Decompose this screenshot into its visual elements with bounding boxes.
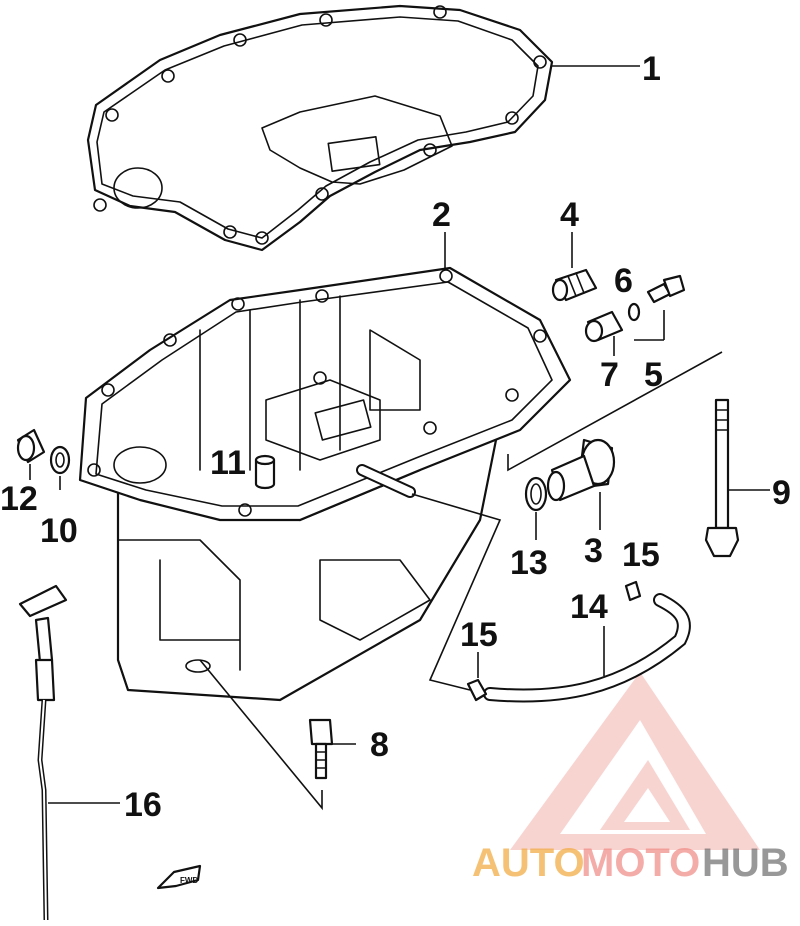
watermark-text-hub: HUB — [702, 841, 789, 885]
clamp-part-15-a — [466, 678, 488, 702]
callout-11: 11 — [210, 444, 246, 482]
sleeve-part-7 — [584, 310, 624, 343]
callout-16: 16 — [124, 786, 162, 824]
watermark-text-auto: AUTO — [472, 841, 585, 885]
callout-8: 8 — [370, 726, 389, 764]
hose-part-14 — [356, 464, 691, 703]
fwd-label: FWD — [180, 876, 198, 885]
washer-part-10 — [49, 445, 71, 475]
callout-10: 10 — [40, 512, 78, 550]
dowel-pin-part-11 — [254, 454, 276, 490]
callout-4: 4 — [560, 196, 579, 234]
callout-12: 12 — [0, 480, 38, 518]
callout-13: 13 — [510, 544, 548, 582]
o-ring-part-6 — [627, 302, 641, 322]
watermark-text-moto: MOTO — [581, 841, 700, 885]
callout-9: 9 — [772, 474, 791, 512]
callout-14: 14 — [570, 588, 608, 626]
forward-arrow-icon: FWD — [156, 864, 202, 890]
gasket-part-1 — [86, 4, 554, 252]
dipstick-part-16 — [18, 584, 68, 921]
callout-5: 5 — [644, 356, 663, 394]
plug-part-4 — [551, 268, 598, 302]
callout-15-b: 15 — [622, 536, 660, 574]
bolt-part-8 — [308, 718, 334, 780]
drain-bolt-part-12 — [16, 428, 46, 464]
long-bolt-part-9 — [704, 398, 740, 558]
fitting-part-3 — [546, 438, 616, 502]
watermark-logo — [510, 672, 760, 850]
bolt-part-5 — [646, 274, 686, 304]
callout-6: 6 — [614, 262, 633, 300]
callout-1: 1 — [642, 50, 661, 88]
callout-7: 7 — [600, 356, 619, 394]
callout-2: 2 — [432, 196, 451, 234]
o-ring-part-13 — [524, 476, 548, 512]
callout-3: 3 — [584, 532, 603, 570]
callout-15-a: 15 — [460, 616, 498, 654]
clamp-part-15-b — [624, 580, 642, 602]
